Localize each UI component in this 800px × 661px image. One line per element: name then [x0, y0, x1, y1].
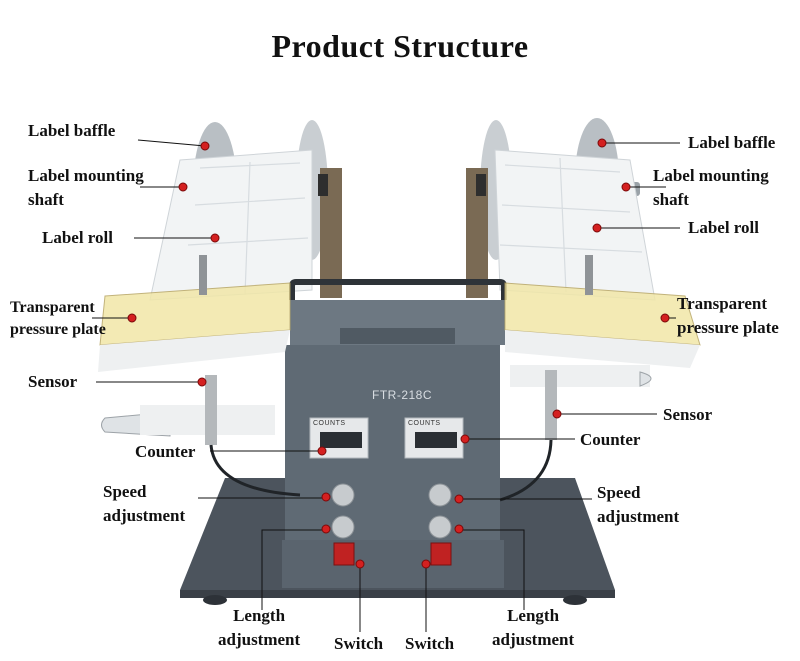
marker-dot — [127, 313, 137, 323]
foot — [563, 595, 587, 605]
marker-dot — [317, 446, 327, 456]
counter-caption-right: COUNTS — [408, 420, 441, 427]
sensor-left-label: Sensor — [28, 372, 78, 391]
switch-left — [333, 542, 355, 566]
label-roll-left-label: Label roll — [42, 228, 113, 247]
speed-knob-right — [428, 483, 452, 507]
marker-dots — [127, 138, 670, 569]
counter-right-label: Counter — [580, 430, 641, 449]
marker-dot — [592, 223, 602, 233]
marker-dot — [200, 141, 210, 151]
marker-dot — [210, 233, 220, 243]
marker-dot — [355, 559, 365, 569]
page-title: Product Structure — [271, 28, 529, 64]
switch-left-label: Switch — [334, 634, 384, 653]
sensor-left — [205, 375, 217, 445]
marker-dot — [421, 559, 431, 569]
speed-knob-left — [331, 483, 355, 507]
marker-dot — [460, 434, 470, 444]
leader-lines — [92, 139, 680, 632]
marker-dot — [178, 182, 188, 192]
label-roll-right-label: Label roll — [688, 218, 759, 237]
counter-caption-left: COUNTS — [313, 420, 346, 427]
model-text: FTR-218C — [372, 388, 433, 402]
foot — [203, 595, 227, 605]
switch-right — [430, 542, 452, 566]
sensor-right-label: Sensor — [663, 405, 713, 424]
label-baffle-left-label: Label baffle — [28, 121, 116, 140]
marker-dot — [597, 138, 607, 148]
label-baffle-right-label: Label baffle — [688, 133, 776, 152]
marker-dot — [621, 182, 631, 192]
marker-dot — [454, 524, 464, 534]
marker-dot — [454, 494, 464, 504]
sensor-right — [545, 370, 557, 440]
counter-left-label: Counter — [135, 442, 196, 461]
marker-dot — [197, 377, 207, 387]
marker-dot — [321, 492, 331, 502]
switch-right-label: Switch — [405, 634, 455, 653]
marker-dot — [660, 313, 670, 323]
length-knob-right — [428, 515, 452, 539]
marker-dot — [321, 524, 331, 534]
length-knob-left — [331, 515, 355, 539]
label-roll-right — [494, 149, 656, 301]
marker-dot — [552, 409, 562, 419]
label-roll-left — [149, 149, 313, 301]
